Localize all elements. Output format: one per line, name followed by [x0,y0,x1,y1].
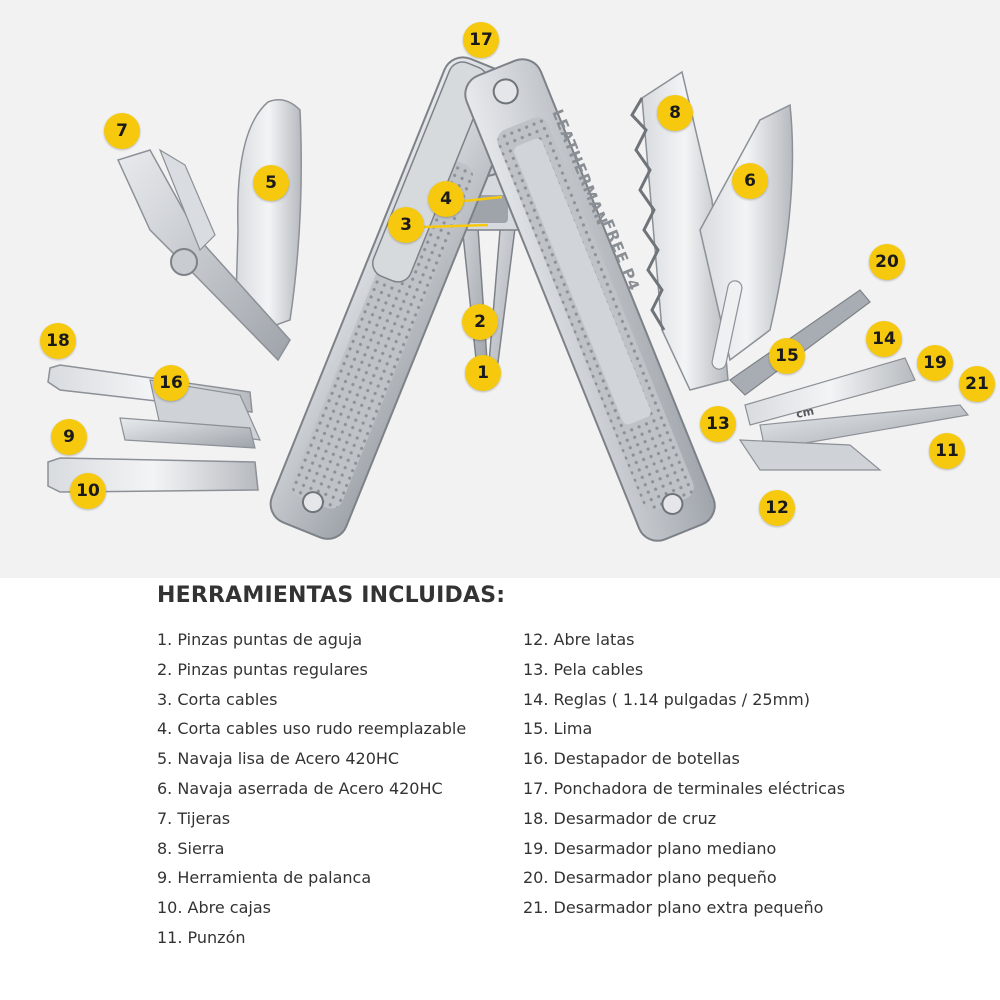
plain-blade [235,99,302,331]
badge-10: 10 [70,473,106,509]
badge-19: 19 [917,345,953,381]
scissors [116,149,291,362]
tool-item: 15. Lima [523,719,593,739]
badge-20: 20 [869,244,905,280]
tool-item: 9. Herramienta de palanca [157,868,372,888]
tool-item: 14. Reglas ( 1.14 pulgadas / 25mm) [523,689,810,709]
tool-item: 3. Corta cables [157,689,278,709]
badge-6: 6 [732,163,768,199]
tool-item: 6. Navaja aserrada de Acero 420HC [157,778,443,798]
tool-item: 2. Pinzas puntas regulares [157,659,368,679]
badge-4: 4 [428,181,464,217]
badge-14: 14 [866,321,902,357]
badge-12: 12 [759,490,795,526]
tool-item: 8. Sierra [157,838,225,858]
badge-8: 8 [657,95,693,131]
badge-21: 21 [959,366,995,402]
badge-1: 1 [465,355,501,391]
badge-17: 17 [463,22,499,58]
pry-tool [119,417,256,449]
tool-item: 21. Desarmador plano extra pequeño [523,898,824,918]
tool-item: 18. Desarmador de cruz [523,808,717,828]
badge-7: 7 [104,113,140,149]
file [729,289,871,396]
badge-13: 13 [700,406,736,442]
badge-5: 5 [253,165,289,201]
badge-3: 3 [388,207,424,243]
ruler-unit: cm [795,404,815,420]
can-opener [738,439,882,471]
tool-item: 5. Navaja lisa de Acero 420HC [157,749,400,769]
badge-15: 15 [769,338,805,374]
tools-list-left: 1. Pinzas puntas de aguja 2. Pinzas punt… [157,625,466,953]
tool-item: 4. Corta cables uso rudo reemplazable [157,719,467,739]
tool-item: 16. Destapador de botellas [523,749,740,769]
tool-item: 11. Punzón [157,927,246,947]
badge-18: 18 [40,323,76,359]
serrated-blade [699,103,794,362]
badge-2: 2 [462,304,498,340]
tool-item: 1. Pinzas puntas de aguja [157,630,363,649]
tool-item: 7. Tijeras [157,808,231,828]
tool-item: 10. Abre cajas [157,898,271,918]
tools-list-right: 12. Abre latas 13. Pela cables 14. Regla… [523,625,845,923]
scissors-blade [158,148,216,252]
badge-11: 11 [929,433,965,469]
tool-item: 13. Pela cables [523,659,644,679]
tool-item: 12. Abre latas [523,630,635,649]
tools-heading: HERRAMIENTAS INCLUIDAS: [157,583,506,608]
badge-16: 16 [153,365,189,401]
tool-item: 17. Ponchadora de terminales eléctricas [523,778,846,798]
multitool-photo: LEATHERMAN FREE P4 cm 1 2 3 4 5 6 7 8 9 … [0,0,1000,578]
tool-item: 20. Desarmador plano pequeño [523,868,777,888]
ruler [744,357,916,426]
saw [641,70,729,391]
badge-9: 9 [51,419,87,455]
tool-item: 19. Desarmador plano mediano [523,838,777,858]
multitool-illustration: LEATHERMAN FREE P4 cm [47,56,970,542]
